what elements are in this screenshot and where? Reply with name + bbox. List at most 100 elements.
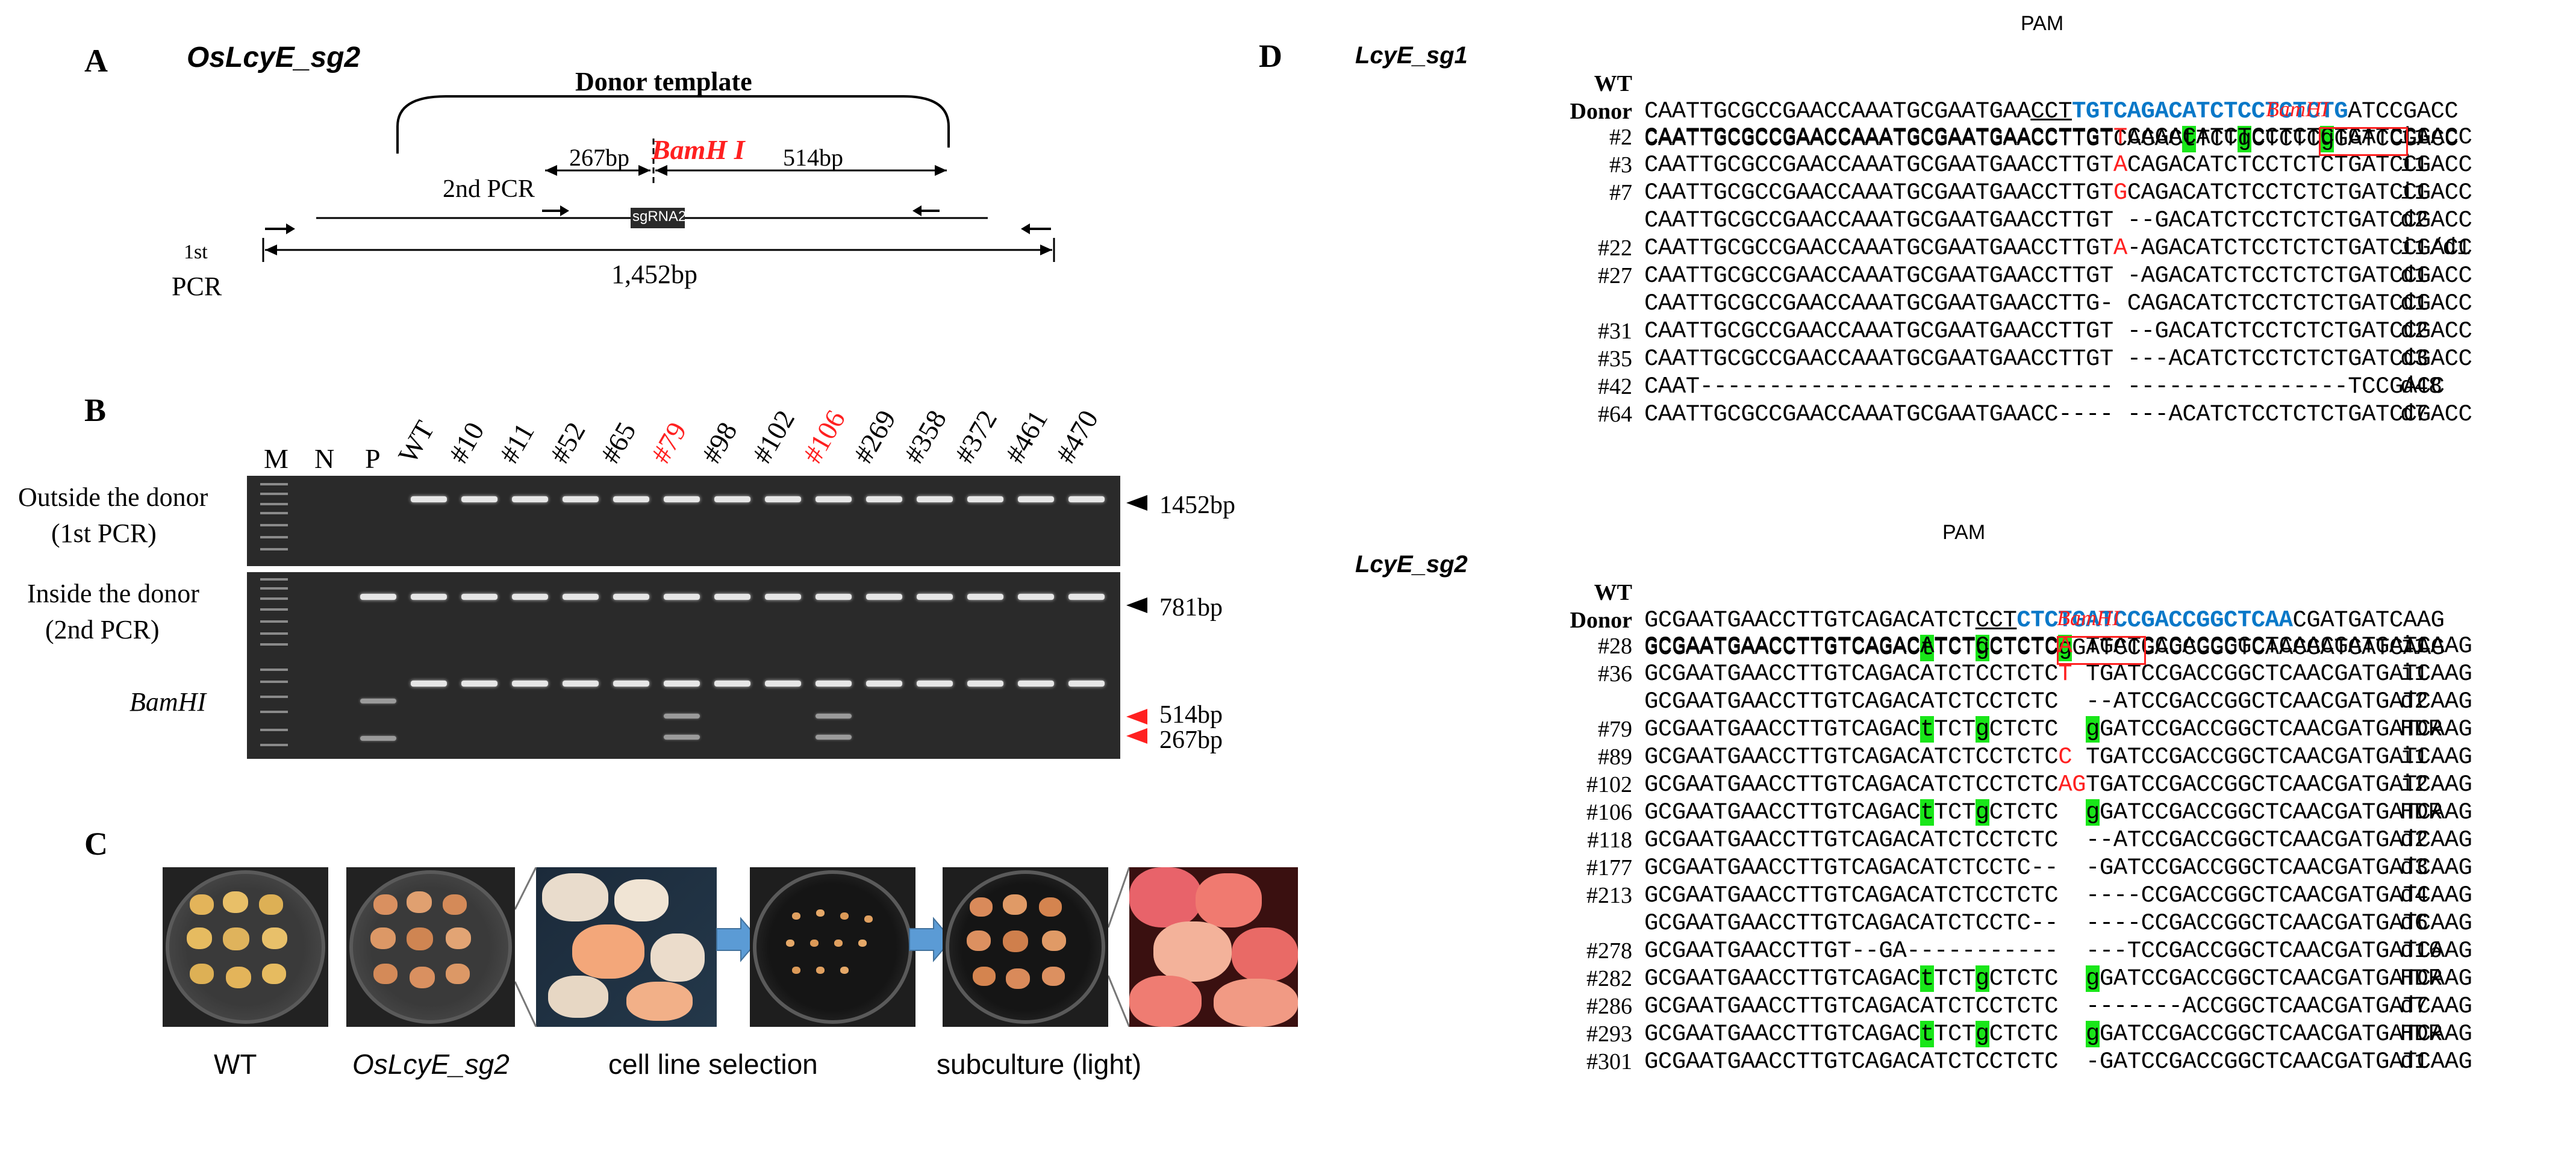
mutation-type: d7 (2400, 993, 2428, 1020)
lane-label: #10 (442, 417, 490, 469)
caption-selection: cell line selection (608, 1049, 818, 1080)
bamhi-site-box (2319, 127, 2408, 156)
mutation-type: d4 (2400, 882, 2428, 909)
gel-band (1068, 681, 1105, 687)
panel-letter-b: B (84, 392, 107, 428)
selection-dish-photo (750, 867, 915, 1027)
ladder-band (260, 483, 288, 485)
sg1-wt-seq: CAATTGCGCCGAACCAAATGCGAATGAACCTTGTCAGACA… (1644, 98, 2459, 125)
panel-a-title: OsLcyE_sg2 (187, 42, 361, 73)
row1-label-line2: (1st PCR) (51, 519, 157, 548)
mutation-type: d48 (2400, 373, 2443, 400)
ladder-band (260, 512, 288, 514)
bamhi-site-label: BamH I (652, 134, 745, 165)
sequence: CAATTGCGCCGAACCAAATGCGAATGAACCTTGTA-AGAC… (1644, 235, 2472, 261)
gel-band (512, 681, 548, 687)
ladder-band (260, 536, 288, 538)
gel-band (816, 735, 852, 740)
lane-label: #269 (847, 405, 902, 469)
line-id: #301 (1586, 1049, 1632, 1074)
sg1-alignment: WT CAATTGCGCCGAACCAAATGCGAATGAACCTTGTCAG… (1524, 42, 2572, 512)
gel-band (816, 594, 852, 600)
mutation-type: i2 (2400, 771, 2428, 798)
mutation-type: i1 (2400, 633, 2428, 659)
ladder-band (260, 711, 288, 713)
sg2-wt-post: CGATGATCAAG (2292, 607, 2445, 634)
gel-band (1068, 496, 1105, 502)
panel-letter-d: D (1259, 38, 1282, 74)
sequence: CAATTGCGCCGAACCAAATGCGAATGAACCTTGT -AGAC… (1644, 263, 2472, 289)
gel-band (1018, 496, 1054, 502)
mutation-type: d1 (2400, 290, 2428, 317)
line-id: #3 (1609, 152, 1632, 178)
second-pcr-label: 2nd PCR (443, 175, 535, 203)
size-781: 781bp (1159, 594, 1223, 622)
line-id: #286 (1586, 994, 1632, 1019)
gel-band (563, 496, 599, 502)
total-amplicon-length: 1,452bp (611, 260, 697, 289)
sg2-title: LcyE_sg2 (1355, 551, 1468, 578)
gel-band (1068, 594, 1105, 600)
line-id: #293 (1586, 1021, 1632, 1047)
sequence: GCGAATGAACCTTGTCAGACATCTCCTCTC ----CCGAC… (1644, 882, 2472, 909)
gel-band (360, 736, 396, 741)
sequence: CAATTGCGCCGAACCAAATGCGAATGAACCTTGT --GAC… (1644, 207, 2472, 234)
first-pcr-label-top: 1st (184, 241, 208, 263)
sequence: GCGAATGAACCTTGTCAGACtTCTgCTCTC gGATCCGAC… (1644, 716, 2472, 743)
line-id: #31 (1598, 319, 1632, 344)
callus-zoom-photo (536, 867, 717, 1027)
line-id: #278 (1586, 938, 1632, 964)
ladder-band (260, 696, 288, 698)
gel-band (967, 681, 1003, 687)
gel-band (461, 594, 497, 600)
mutation-type: d2 (2400, 318, 2428, 344)
gel-band (866, 681, 902, 687)
gel-band (461, 681, 497, 687)
gel-band (1018, 594, 1054, 600)
row2-label-line2: (2nd PCR) (45, 615, 160, 644)
sequence: CAATTGCGCCGAACCAAATGCGAATGAACCTTGTGCAGAC… (1644, 179, 2472, 206)
sequence: GCGAATGAACCTTGTCAGACATCTCCTCTC --ATCCGAC… (1644, 827, 2472, 853)
panel-letter-a: A (84, 43, 108, 79)
sg2-donor-id: Donor (1570, 608, 1632, 633)
lane-label: WT (391, 416, 440, 469)
sequence: CAATTGCGCCGAACCAAATGCGAATGAACCTTG- CAGAC… (1644, 290, 2472, 317)
lane-label: #65 (594, 417, 642, 469)
sequence: GCGAATGAACCTTGTCAGACATCTCCTCTC -------AC… (1644, 993, 2472, 1020)
mutation-type: d3 (2400, 346, 2428, 372)
gel-band (866, 496, 902, 502)
sequence: GCGAATGAACCTTGT--GA----------- ---TCCGAC… (1644, 938, 2472, 964)
lane-label: #106 (796, 405, 852, 469)
sequence: GCGAATGAACCTTGTCAGACATCTCCTCTC -GATCCGAC… (1644, 1049, 2472, 1075)
right-fragment-length: 514bp (783, 144, 843, 171)
sg2-wt-seq: GCGAATGAACCTTGTCAGACATCTCCTCTCTGATCCGACC… (1644, 606, 2445, 634)
gel-band (613, 594, 649, 600)
sequence: GCGAATGAACCTTGTCAGACATCTCCTCTC --ATCCGAC… (1644, 688, 2472, 715)
sequence: CAATTGCGCCGAACCAAATGCGAATGAACCTTGT --GAC… (1644, 318, 2472, 344)
size-1452: 1452bp (1159, 491, 1235, 519)
gel-band (563, 681, 599, 687)
donor-template-label: Donor template (575, 67, 752, 96)
first-pcr-label-bottom: PCR (172, 272, 222, 301)
line-id: #282 (1586, 966, 1632, 991)
line-id: #42 (1598, 374, 1632, 399)
mutation-type: d2 (2400, 827, 2428, 853)
gel-band (917, 594, 953, 600)
sequence: GCGAATGAACCTTGTCAGACtTCTgCTCTC gGATCCGAC… (1644, 799, 2472, 826)
gel-band (664, 496, 700, 502)
sg2-wt-target: CTCTGATCCGACCGGCTCAA (2016, 607, 2293, 634)
sequence: GCGAATGAACCTTGTCAGACtTCTgCTCTC gGATCCGAC… (1644, 1021, 2472, 1047)
mutation-type: d2 (2400, 207, 2428, 234)
lane-label: #470 (1049, 405, 1105, 469)
gel-outside-donor (247, 476, 1120, 566)
lcye-dish-photo (346, 867, 515, 1027)
sg1-bamhi-label: BamHI (2266, 97, 2328, 121)
mutation-type: i1/d1 (2400, 235, 2471, 261)
sequence: CAAT------------------------------ -----… (1644, 373, 2445, 400)
gel-band (816, 681, 852, 687)
sequence: GCGAATGAACCTTGTCAGACATCTCCTC-- -GATCCGAC… (1644, 855, 2472, 881)
gel-bamhi-digest (247, 662, 1120, 759)
gel-band (411, 496, 447, 502)
mutation-type: HDR (2400, 1021, 2443, 1047)
sg1-pam-label: PAM (2021, 12, 2064, 35)
